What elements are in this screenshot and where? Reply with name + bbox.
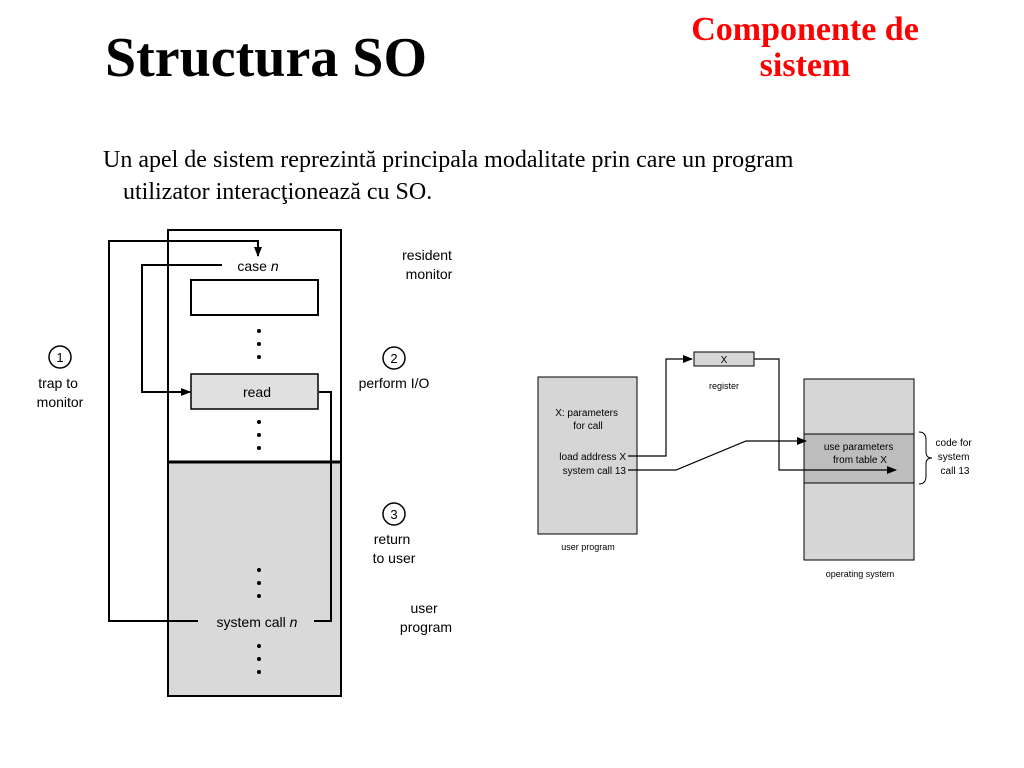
return-arrow bbox=[314, 391, 332, 622]
ellipsis-dots-lower bbox=[257, 568, 261, 598]
step-1-label: trap to monitor bbox=[37, 375, 84, 410]
load-address-label: load address X bbox=[559, 452, 626, 463]
dispatch-arrow bbox=[141, 264, 222, 396]
step-1-number: 1 bbox=[56, 350, 63, 365]
register-to-os-arrow bbox=[754, 358, 897, 474]
register-value: X bbox=[721, 355, 728, 366]
read-box bbox=[190, 373, 319, 410]
register-label: register bbox=[709, 381, 739, 391]
ellipsis-dots-middle bbox=[257, 420, 261, 450]
step-2-label: perform I/O bbox=[359, 375, 430, 391]
parameter-passing-diagram: X register X: parameters for call load a… bbox=[537, 351, 975, 579]
system-call-13-label: system call 13 bbox=[563, 466, 627, 477]
user-program-box bbox=[537, 376, 638, 535]
syscall-arrow bbox=[628, 437, 807, 471]
trap-arrow bbox=[108, 240, 262, 622]
step-3-label: return to user bbox=[373, 531, 416, 566]
user-program-label: user program bbox=[400, 600, 452, 635]
code-brace bbox=[918, 431, 933, 485]
system-call-diagram: read case n system call n resident monit… bbox=[37, 229, 456, 697]
step-3-circle bbox=[382, 502, 406, 526]
step-1-circle bbox=[48, 345, 72, 369]
body-paragraph: Un apel de sistem reprezintă principala … bbox=[103, 144, 988, 209]
params-label: X: parameters for call bbox=[555, 408, 621, 432]
system-call-n-label: system call n bbox=[217, 614, 298, 630]
user-program-caption: user program bbox=[561, 542, 615, 552]
body-line-1: Un apel de sistem reprezintă principala … bbox=[103, 147, 794, 173]
read-label: read bbox=[243, 384, 271, 400]
body-line-2: utilizator interacţionează cu SO. bbox=[123, 179, 433, 206]
table-box bbox=[190, 279, 319, 316]
ellipsis-dots-top bbox=[257, 329, 261, 359]
use-parameters-label: use parameters from table X bbox=[824, 442, 896, 466]
use-parameters-band bbox=[803, 433, 915, 484]
resident-monitor-label: resident monitor bbox=[402, 247, 456, 282]
step-2-number: 2 bbox=[390, 351, 397, 366]
slide-title: Structura SO bbox=[105, 27, 427, 89]
case-n-label: case n bbox=[237, 258, 278, 274]
operating-system-caption: operating system bbox=[826, 569, 895, 579]
step-3-number: 3 bbox=[390, 507, 397, 522]
step-2-circle bbox=[382, 346, 406, 370]
memory-column-outline bbox=[167, 229, 342, 697]
ellipsis-dots-bottom bbox=[257, 644, 261, 674]
code-for-label: code for system call 13 bbox=[936, 438, 975, 477]
load-arrow bbox=[628, 355, 693, 457]
user-program-area bbox=[169, 462, 340, 695]
slide-subtitle: Componente de sistem bbox=[691, 11, 919, 84]
